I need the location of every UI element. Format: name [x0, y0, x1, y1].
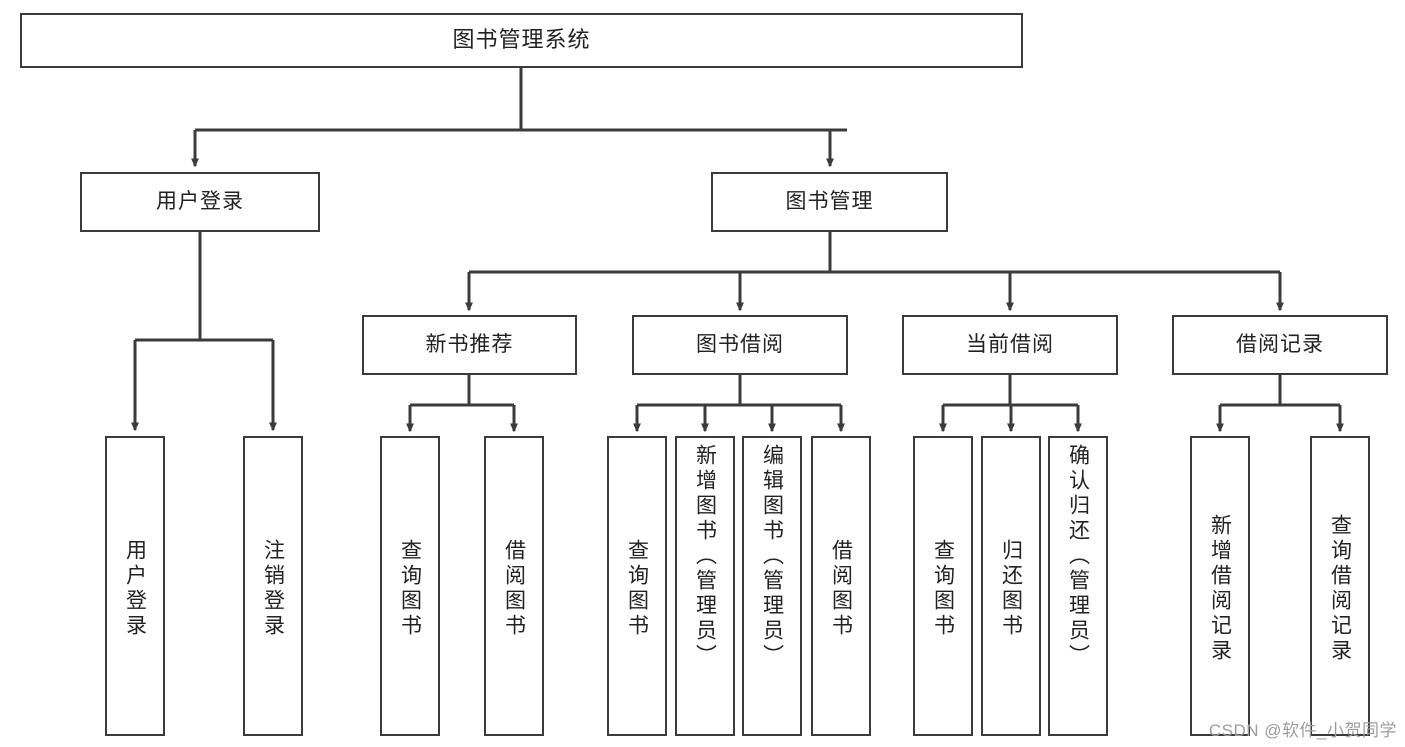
node-leaf-user-login[interactable]: 用户登录 [105, 436, 165, 736]
node-leaf-query-book-2-label: 查询图书 [625, 539, 649, 639]
node-root-book-management-system[interactable]: 图书管理系统 [20, 13, 1023, 68]
node-leaf-edit-book[interactable]: 编辑图书（管理员） [742, 436, 802, 736]
node-leaf-query-book-1[interactable]: 查询图书 [380, 436, 440, 736]
node-leaf-add-record[interactable]: 新增借阅记录 [1190, 436, 1250, 736]
node-book-borrow[interactable]: 图书借阅 [632, 315, 848, 375]
node-leaf-query-book-1-label: 查询图书 [398, 539, 422, 639]
node-user-login[interactable]: 用户登录 [80, 172, 320, 232]
node-leaf-borrow-book-2[interactable]: 借阅图书 [811, 436, 871, 736]
node-borrow-record-label: 借阅记录 [1236, 333, 1324, 357]
node-book-manage[interactable]: 图书管理 [711, 172, 948, 232]
node-leaf-confirm-return[interactable]: 确认归还（管理员） [1048, 436, 1108, 736]
node-leaf-edit-book-label: 编辑图书（管理员） [760, 444, 784, 669]
node-leaf-query-record-label: 查询借阅记录 [1328, 514, 1352, 664]
node-leaf-user-logout-label: 注销登录 [261, 539, 285, 639]
node-leaf-add-record-label: 新增借阅记录 [1208, 514, 1232, 664]
node-book-manage-label: 图书管理 [785, 190, 874, 214]
node-user-login-label: 用户登录 [156, 190, 244, 214]
node-new-book-recommend[interactable]: 新书推荐 [362, 315, 577, 375]
node-leaf-query-book-2[interactable]: 查询图书 [607, 436, 667, 736]
csdn-watermark: CSDN @软件_小贺同学 [1208, 721, 1397, 740]
node-leaf-borrow-book-2-label: 借阅图书 [829, 539, 853, 639]
node-current-borrow-label: 当前借阅 [966, 333, 1054, 357]
node-leaf-query-book-3[interactable]: 查询图书 [913, 436, 973, 736]
node-leaf-query-book-3-label: 查询图书 [931, 539, 955, 639]
node-leaf-borrow-book-1-label: 借阅图书 [502, 539, 526, 639]
node-leaf-user-logout[interactable]: 注销登录 [243, 436, 303, 736]
node-leaf-add-book[interactable]: 新增图书（管理员） [675, 436, 735, 736]
node-new-book-recommend-label: 新书推荐 [425, 333, 514, 357]
node-leaf-query-record[interactable]: 查询借阅记录 [1310, 436, 1370, 736]
node-book-borrow-label: 图书借阅 [696, 333, 784, 357]
node-leaf-return-book[interactable]: 归还图书 [981, 436, 1041, 736]
node-leaf-user-login-label: 用户登录 [123, 539, 147, 639]
node-root-label: 图书管理系统 [452, 27, 591, 53]
node-borrow-record[interactable]: 借阅记录 [1172, 315, 1388, 375]
node-leaf-borrow-book-1[interactable]: 借阅图书 [484, 436, 544, 736]
node-leaf-confirm-return-label: 确认归还（管理员） [1066, 444, 1090, 669]
node-leaf-return-book-label: 归还图书 [999, 539, 1023, 639]
node-leaf-add-book-label: 新增图书（管理员） [693, 444, 717, 669]
node-current-borrow[interactable]: 当前借阅 [902, 315, 1118, 375]
